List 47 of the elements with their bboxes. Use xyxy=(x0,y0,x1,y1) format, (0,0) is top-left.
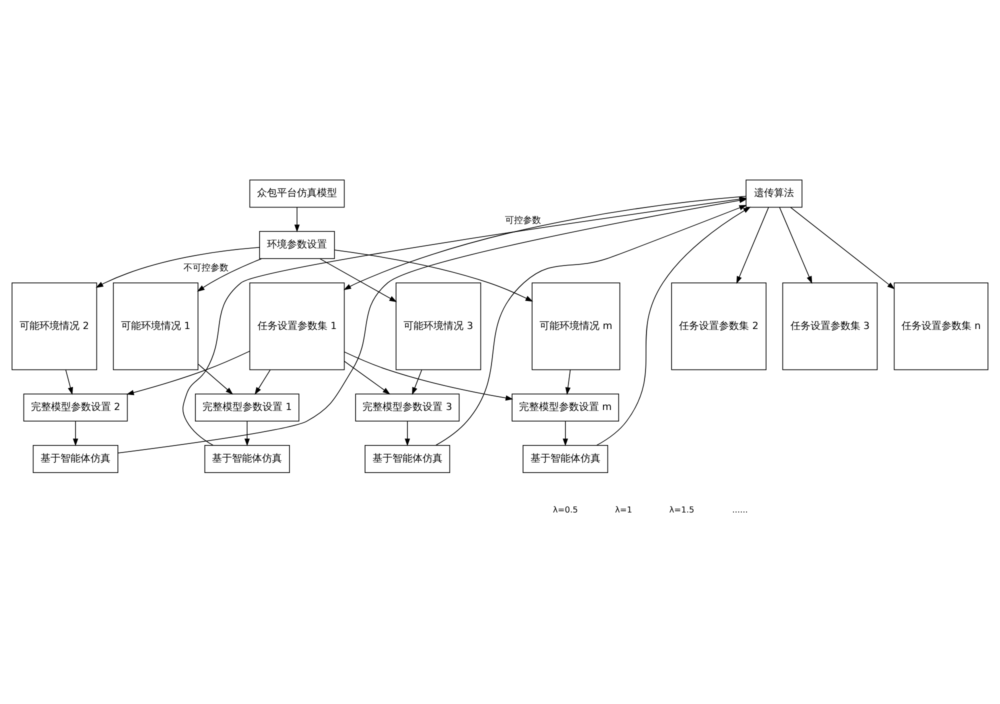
arrow xyxy=(436,205,747,446)
arrow xyxy=(562,421,568,446)
arrow xyxy=(126,350,250,396)
node-box: 可能环境情况 2 xyxy=(12,282,98,370)
node-box: 任务设置参数集 1 xyxy=(249,282,345,370)
node-box: 可能环境情况 3 xyxy=(396,282,482,370)
edge-label: 不可控参数 xyxy=(183,262,228,273)
arrow xyxy=(412,370,422,395)
node-box: 基于智能体仿真 xyxy=(204,444,290,473)
arrow xyxy=(244,421,250,446)
arrow xyxy=(65,370,73,395)
arrow xyxy=(254,370,271,395)
label: λ=0.5 xyxy=(552,504,578,514)
arrow xyxy=(790,207,895,290)
arrow xyxy=(344,360,390,394)
arrow xyxy=(779,207,812,284)
arrow xyxy=(197,258,262,292)
label: ...... xyxy=(732,504,748,514)
node-box: 遗传算法 xyxy=(746,180,802,208)
arrow xyxy=(320,258,397,302)
node-box: 可能环境情况 m xyxy=(532,282,620,370)
node-box: 完整模型参数设置 2 xyxy=(23,394,128,422)
node-box: 完整模型参数设置 m xyxy=(512,394,620,422)
arrow xyxy=(344,352,514,401)
label: λ=1.5 xyxy=(669,504,694,514)
node-box: 众包平台仿真模型 xyxy=(249,180,345,208)
arrow xyxy=(294,207,300,232)
node-box: 任务设置参数集 3 xyxy=(782,282,878,370)
label: λ=1 xyxy=(615,504,632,514)
arrow xyxy=(334,250,534,302)
arrow xyxy=(198,364,234,395)
arrow xyxy=(404,421,410,446)
node-box: 完整模型参数设置 3 xyxy=(355,394,460,422)
arrow xyxy=(565,370,571,395)
node-box: 基于智能体仿真 xyxy=(32,444,118,473)
arrow xyxy=(736,207,769,284)
node-box: 基于智能体仿真 xyxy=(364,444,450,473)
node-box: 任务设置参数集 n xyxy=(894,282,988,370)
node-box: 完整模型参数设置 1 xyxy=(194,394,300,422)
node-box: 可能环境情况 1 xyxy=(112,282,198,370)
arrow xyxy=(596,206,751,446)
node-box: 任务设置参数集 2 xyxy=(671,282,766,370)
arrow xyxy=(72,421,78,446)
arrow xyxy=(96,247,260,288)
node-box: 基于智能体仿真 xyxy=(522,444,608,473)
node-box: 环境参数设置 xyxy=(259,231,335,260)
edge-label: 可控参数 xyxy=(505,215,542,226)
